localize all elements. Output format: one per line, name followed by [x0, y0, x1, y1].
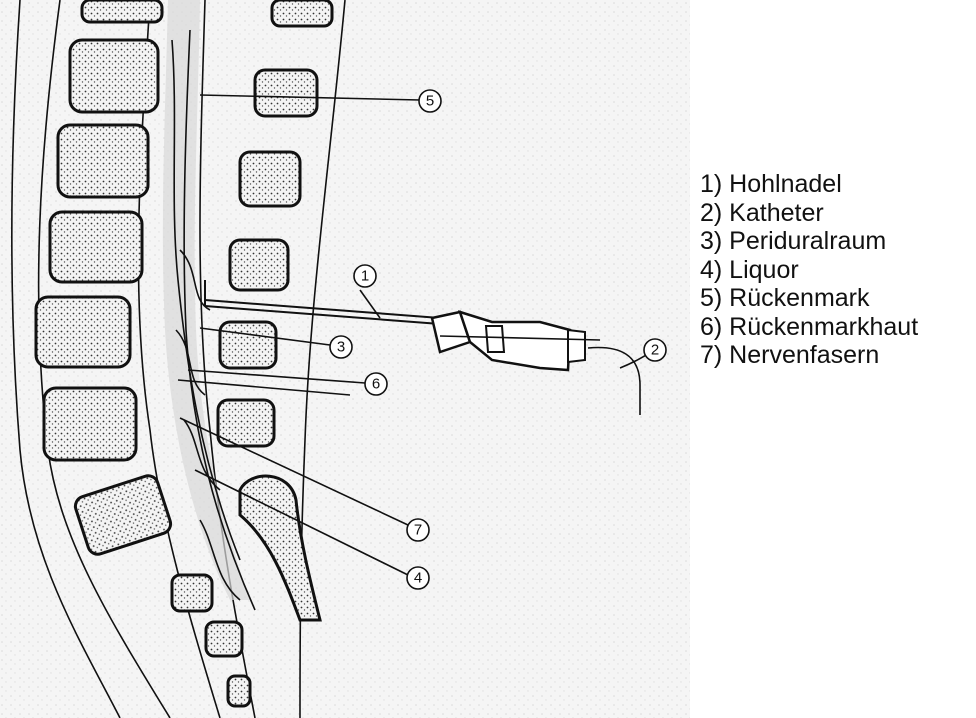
svg-text:2: 2 [651, 342, 659, 359]
svg-text:1: 1 [361, 268, 369, 285]
svg-text:3: 3 [337, 339, 345, 356]
legend-item-nervenfasern: 7) Nervenfasern [700, 341, 918, 370]
callout-7: 7 [407, 519, 429, 541]
callout-2: 2 [644, 339, 666, 361]
callout-6: 6 [365, 373, 387, 395]
svg-text:6: 6 [372, 376, 380, 393]
svg-text:4: 4 [414, 570, 422, 587]
svg-text:7: 7 [414, 522, 422, 539]
legend-item-hohlnadel: 1) Hohlnadel [700, 170, 918, 199]
callout-3: 3 [330, 336, 352, 358]
callout-5: 5 [419, 90, 441, 112]
callout-4: 4 [407, 567, 429, 589]
legend-item-liquor: 4) Liquor [700, 256, 918, 285]
legend-item-katheter: 2) Katheter [700, 199, 918, 228]
legend-item-rueckenmarkhaut: 6) Rückenmarkhaut [700, 313, 918, 342]
legend-item-rueckenmark: 5) Rückenmark [700, 284, 918, 313]
svg-text:5: 5 [426, 93, 434, 110]
legend-item-periduralraum: 3) Periduralraum [700, 227, 918, 256]
callout-1: 1 [354, 265, 376, 287]
legend: 1) Hohlnadel 2) Katheter 3) Periduralrau… [700, 170, 918, 370]
